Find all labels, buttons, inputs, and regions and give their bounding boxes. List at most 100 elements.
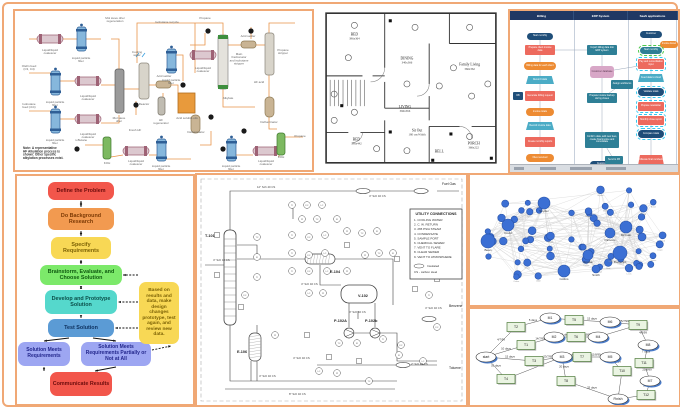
pert-task[interactable] <box>516 340 536 350</box>
flow-shape[interactable]: Create monthly reports <box>525 137 555 147</box>
flow-shape[interactable]: Import billing data into ERP system <box>587 45 617 55</box>
network-node[interactable] <box>485 253 492 260</box>
network-node[interactable] <box>514 259 521 266</box>
network-node[interactable] <box>627 201 635 208</box>
network-node[interactable] <box>626 187 633 194</box>
network-node[interactable] <box>624 264 634 273</box>
flow-shape[interactable]: Customer database <box>590 66 614 78</box>
pert-task[interactable] <box>634 358 654 368</box>
flow-shape[interactable]: Feed data to cloud <box>638 74 664 82</box>
network-node[interactable] <box>637 213 646 221</box>
pert-milestone[interactable] <box>587 331 609 343</box>
network-node[interactable] <box>568 209 575 217</box>
flow-shape[interactable]: Prepare newsletter <box>636 99 666 113</box>
pert-milestone[interactable] <box>639 375 661 387</box>
flow-shape[interactable]: Pay and reconciliation input <box>636 57 666 71</box>
pert-milestone[interactable] <box>637 339 659 351</box>
flow-shape[interactable]: Generate billing request <box>525 91 555 101</box>
network-node[interactable] <box>513 273 520 280</box>
network-node[interactable] <box>635 248 642 255</box>
flow-shape[interactable]: Start monthly <box>638 44 664 56</box>
network-node[interactable] <box>606 208 614 216</box>
flow-shape[interactable]: Assign workitems <box>611 79 633 89</box>
flow-shape[interactable]: Validate totals <box>636 86 666 98</box>
flow-shape[interactable]: Invoice totals <box>526 108 554 116</box>
design-step[interactable]: Specify Requirements <box>51 237 111 259</box>
design-step[interactable]: Test Solution <box>48 319 114 337</box>
pert-milestone[interactable] <box>599 351 621 363</box>
network-node[interactable] <box>635 225 644 234</box>
design-step[interactable]: Brainstorm, Evaluate, and Choose Solutio… <box>40 265 122 285</box>
network-node[interactable] <box>526 208 534 216</box>
pert-task[interactable] <box>496 374 516 384</box>
network-node[interactable] <box>535 207 543 214</box>
network-node[interactable] <box>537 196 551 210</box>
pert-task[interactable] <box>564 315 584 325</box>
network-node[interactable] <box>604 258 613 267</box>
flow-shape[interactable]: Billing data for each client <box>524 62 556 70</box>
network-node[interactable] <box>501 218 515 232</box>
network-node[interactable] <box>534 272 542 280</box>
pert-task[interactable] <box>636 390 656 400</box>
flow-shape[interactable]: Prepare invoice backup during closes <box>587 93 617 103</box>
network-node[interactable] <box>568 236 575 243</box>
network-node[interactable] <box>522 237 530 245</box>
flow-shape[interactable]: Record invoice data <box>526 122 554 130</box>
network-node[interactable] <box>517 245 525 253</box>
network-node[interactable] <box>523 258 532 267</box>
pert-milestone[interactable] <box>475 351 497 363</box>
flow-shape[interactable]: DB <box>513 92 523 100</box>
network-node[interactable] <box>596 185 605 194</box>
pert-milestone[interactable] <box>599 316 621 328</box>
network-node[interactable] <box>524 199 531 206</box>
network-node[interactable] <box>501 199 510 208</box>
pert-task[interactable] <box>506 322 526 332</box>
network-node[interactable] <box>546 245 553 252</box>
network-node[interactable] <box>647 261 655 268</box>
pert-milestone[interactable] <box>543 331 565 343</box>
design-step[interactable]: Do Background Research <box>48 208 114 230</box>
pert-task[interactable] <box>556 376 576 386</box>
pert-task[interactable] <box>628 320 648 330</box>
network-node[interactable] <box>499 237 508 246</box>
design-branch[interactable]: Solution Meets Requirements Partially or… <box>81 342 151 366</box>
network-node[interactable] <box>546 231 555 241</box>
flow-shape[interactable]: Invoice Excel <box>660 40 678 48</box>
network-node[interactable] <box>604 227 616 239</box>
flow-shape[interactable]: Start monthly <box>527 32 553 40</box>
design-step[interactable]: Define the Problem <box>48 182 114 200</box>
design-step[interactable]: Develop and Prototype Solution <box>45 290 117 314</box>
flow-shape[interactable]: Monthly close report <box>636 113 666 127</box>
flow-shape[interactable]: Prepare client invoice data <box>525 45 555 55</box>
network-node[interactable] <box>591 264 601 274</box>
network-node[interactable] <box>484 228 491 235</box>
network-node[interactable] <box>579 243 587 251</box>
pert-task[interactable] <box>524 356 544 366</box>
pert-milestone[interactable] <box>607 393 629 405</box>
network-node[interactable] <box>612 245 628 261</box>
flow-shape[interactable]: Customer <box>640 30 662 38</box>
pert-milestone[interactable] <box>551 351 573 363</box>
network-node[interactable] <box>635 263 643 270</box>
flow-shape[interactable]: Files received <box>526 154 554 162</box>
network-node[interactable] <box>582 249 594 261</box>
network-node[interactable] <box>619 220 633 234</box>
network-node[interactable] <box>584 207 593 215</box>
network-node[interactable] <box>655 240 664 249</box>
flow-shape[interactable]: Allocate final numbers <box>638 154 664 166</box>
flow-shape[interactable]: Compare totals <box>636 128 666 140</box>
network-node[interactable] <box>601 202 609 210</box>
network-node[interactable] <box>650 198 657 206</box>
flow-shape[interactable]: Confirm data, add new fees, create final… <box>585 132 619 148</box>
pert-task[interactable] <box>612 366 632 376</box>
flow-shape[interactable]: Record totals <box>526 76 554 84</box>
flow-shape[interactable]: Send to FB <box>605 156 623 164</box>
pert-task[interactable] <box>572 352 592 362</box>
network-node[interactable] <box>649 252 657 260</box>
network-node[interactable] <box>518 207 525 214</box>
network-node[interactable] <box>557 264 571 278</box>
network-node[interactable] <box>639 204 648 213</box>
network-node[interactable] <box>589 214 598 223</box>
network-node[interactable] <box>497 213 506 223</box>
network-node[interactable] <box>593 219 601 227</box>
